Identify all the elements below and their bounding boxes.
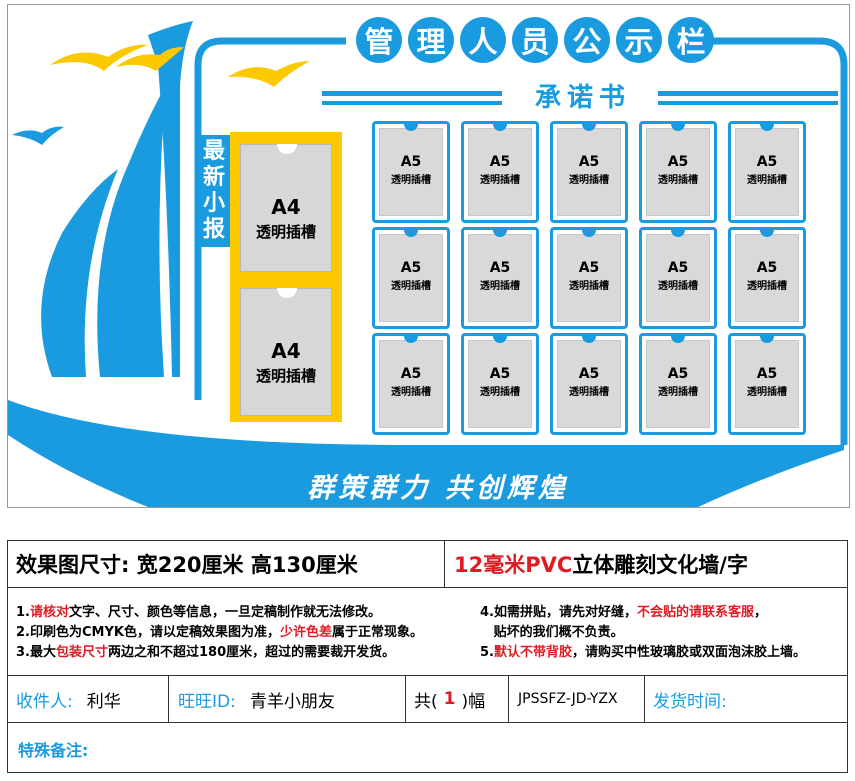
- notes-right: 4.如需拼贴，请先对好缝，不会贴的请联系客服， 贴坏的我们概不负责。 5.默认不…: [480, 603, 850, 663]
- design-board: 管 理 人 员 公 示 栏 承诺书 最 新 小 报 A4 透明插槽 A4 透明插…: [7, 4, 850, 508]
- a5-size-label: A5: [756, 366, 778, 382]
- news-label-char: 最: [202, 139, 225, 164]
- a5-slot: A5 透明插槽: [550, 333, 628, 435]
- a5-size-label: A5: [667, 366, 689, 382]
- material-thickness: 12毫米PVC: [454, 553, 573, 577]
- a5-size-label: A5: [756, 154, 778, 170]
- news-label-char: 报: [202, 217, 225, 242]
- title-char: 员: [512, 17, 558, 63]
- title-char: 示: [616, 17, 662, 63]
- a5-slot: A5 透明插槽: [639, 227, 717, 329]
- a5-slot-label: 透明插槽: [480, 175, 520, 186]
- note-line: 2.印刷色为CMYK色，请以定稿效果图为准，少许色差属于正常现象。: [16, 625, 423, 640]
- a4-slot-label: 透明插槽: [255, 367, 316, 385]
- receiver-value: 利华: [86, 691, 121, 712]
- title-char: 管: [356, 17, 402, 63]
- note-line: 3.最大包装尺寸两边之和不超过180厘米，超过的需要裁开发货。: [16, 645, 396, 660]
- title-char: 公: [564, 17, 610, 63]
- sailboat-decoration: [8, 21, 848, 507]
- a5-size-label: A5: [756, 260, 778, 276]
- material-spec: 12毫米PVC立体雕刻文化墙/字: [454, 549, 748, 579]
- note-line: 1.请核对文字、尺寸、颜色等信息，一旦定稿制作就无法修改。: [16, 605, 382, 620]
- wangwang-label: 旺旺ID:: [178, 691, 236, 712]
- title-char: 人: [460, 17, 506, 63]
- a5-size-label: A5: [489, 366, 511, 382]
- a5-size-label: A5: [578, 154, 600, 170]
- a5-slot-label: 透明插槽: [569, 175, 609, 186]
- a4-slot: A4 透明插槽: [240, 144, 332, 272]
- a5-slot: A5 透明插槽: [372, 121, 450, 223]
- a5-slot-label: 透明插槽: [391, 387, 431, 398]
- a5-slot-label: 透明插槽: [658, 281, 698, 292]
- size-spec: 效果图尺寸: 宽220厘米 高130厘米: [16, 553, 358, 577]
- product-code: JPSSFZ-JD-YZX: [518, 691, 618, 707]
- note-line: 贴坏的我们概不负责。: [480, 625, 624, 640]
- receiver-label: 收件人:: [16, 691, 73, 712]
- a5-size-label: A5: [489, 154, 511, 170]
- count-cell: 共(1)幅: [414, 689, 486, 712]
- note-line: 4.如需拼贴，请先对好缝，不会贴的请联系客服，: [480, 605, 768, 620]
- a5-size-label: A5: [667, 260, 689, 276]
- a5-slot-label: 透明插槽: [747, 281, 787, 292]
- a5-size-label: A5: [578, 260, 600, 276]
- news-label-char: 新: [202, 165, 225, 190]
- title-char: 栏: [668, 17, 714, 63]
- slogan: 群策群力 共创辉煌: [307, 473, 569, 504]
- a4-slot: A4 透明插槽: [240, 288, 332, 416]
- notes-left: 1.请核对文字、尺寸、颜色等信息，一旦定稿制作就无法修改。 2.印刷色为CMYK…: [16, 603, 486, 663]
- a5-slot: A5 透明插槽: [639, 121, 717, 223]
- a5-slot-label: 透明插槽: [658, 387, 698, 398]
- a5-slot: A5 透明插槽: [461, 333, 539, 435]
- order-info-table: 效果图尺寸: 宽220厘米 高130厘米 12毫米PVC立体雕刻文化墙/字 1.…: [7, 540, 848, 773]
- a5-slot: A5 透明插槽: [728, 121, 806, 223]
- news-label: 最 新 小 报: [196, 135, 232, 247]
- wangwang-cell: 旺旺ID: 青羊小朋友: [178, 676, 335, 722]
- a4-slot-label: 透明插槽: [255, 223, 316, 241]
- a5-slot: A5 透明插槽: [728, 333, 806, 435]
- a5-size-label: A5: [400, 260, 422, 276]
- ship-time-label: 发货时间:: [653, 691, 727, 712]
- a5-size-label: A5: [400, 366, 422, 382]
- a5-slot: A5 透明插槽: [461, 227, 539, 329]
- a5-size-label: A5: [489, 260, 511, 276]
- a5-slot-label: 透明插槽: [658, 175, 698, 186]
- a5-slot-label: 透明插槽: [747, 387, 787, 398]
- board-title: 管 理 人 员 公 示 栏: [356, 17, 714, 63]
- a5-slot: A5 透明插槽: [639, 333, 717, 435]
- a5-size-label: A5: [578, 366, 600, 382]
- count-value: 1: [443, 689, 456, 709]
- a5-slot: A5 透明插槽: [728, 227, 806, 329]
- a5-slot: A5 透明插槽: [550, 121, 628, 223]
- a4-frame: A4 透明插槽 A4 透明插槽: [230, 132, 342, 422]
- a5-size-label: A5: [667, 154, 689, 170]
- remark-label: 特殊备注:: [18, 741, 89, 760]
- material-desc: 立体雕刻文化墙/字: [572, 553, 748, 577]
- board-subtitle: 承诺书: [534, 83, 631, 113]
- ship-time-cell: 发货时间:: [653, 676, 727, 722]
- note-line: 5.默认不带背胶，请购买中性玻璃胶或双面泡沫胶上墙。: [480, 645, 807, 660]
- wangwang-value: 青羊小朋友: [249, 691, 335, 712]
- a4-size-label: A4: [271, 195, 301, 219]
- a5-slot: A5 透明插槽: [550, 227, 628, 329]
- a5-slot-label: 透明插槽: [480, 281, 520, 292]
- order-row: 收件人: 利华 旺旺ID: 青羊小朋友 共(1)幅 JPSSFZ-JD-YZX …: [8, 675, 847, 723]
- title-char: 理: [408, 17, 454, 63]
- a5-slot: A5 透明插槽: [461, 121, 539, 223]
- a5-slot-label: 透明插槽: [747, 175, 787, 186]
- a5-slot: A5 透明插槽: [372, 333, 450, 435]
- news-label-char: 小: [202, 191, 225, 216]
- a5-size-label: A5: [400, 154, 422, 170]
- a5-slot-label: 透明插槽: [569, 281, 609, 292]
- a5-slot-label: 透明插槽: [391, 175, 431, 186]
- a5-slot: A5 透明插槽: [372, 227, 450, 329]
- a5-slot-label: 透明插槽: [480, 387, 520, 398]
- a5-slot-label: 透明插槽: [569, 387, 609, 398]
- a4-size-label: A4: [271, 339, 301, 363]
- receiver-cell: 收件人: 利华: [16, 676, 121, 722]
- a5-slot-label: 透明插槽: [391, 281, 431, 292]
- spec-row: 效果图尺寸: 宽220厘米 高130厘米 12毫米PVC立体雕刻文化墙/字: [8, 541, 847, 588]
